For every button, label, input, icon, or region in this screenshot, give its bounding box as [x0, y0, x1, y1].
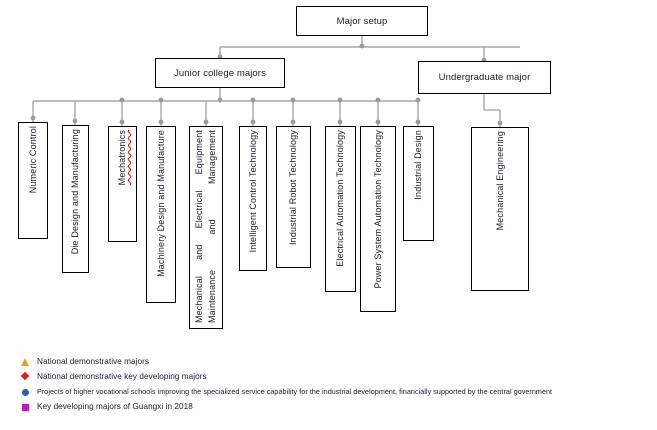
node-label: Electrical Automation Technology	[335, 130, 346, 267]
legend-item-national-demonstrative-majors: National demonstrative majors	[20, 355, 650, 368]
legend-item-label: Projects of higher vocational schools im…	[37, 387, 553, 396]
node-label: Mechatronics	[117, 130, 128, 186]
node-label: Major setup	[336, 15, 388, 27]
triangle-marker-icon	[20, 356, 32, 368]
legend: National demonstrative majors National d…	[20, 355, 650, 415]
legend-item-label: National demonstrative majors	[37, 357, 150, 366]
node-label: Mechanical Engineering	[494, 131, 505, 231]
node-label: Numeric Control	[27, 126, 38, 194]
node-label: Mechanical and Electrical Equipment Main…	[193, 130, 217, 323]
node-major-setup[interactable]: Major setup	[296, 6, 428, 36]
node-label: Intelligent Control Technology	[247, 130, 258, 253]
node-electrical-automation-technology[interactable]: Electrical Automation Technology	[325, 126, 356, 292]
node-mechanical-and-electrical-equipment-maintenance-and-management[interactable]: Mechanical and Electrical Equipment Main…	[189, 126, 223, 329]
node-label: Industrial Design	[413, 130, 424, 200]
node-die-design-and-manufacturing[interactable]: Die Design and Manufacturing	[62, 125, 89, 273]
node-numeric-control[interactable]: Numeric Control	[18, 122, 48, 239]
legend-item-higher-vocational-school-projects: Projects of higher vocational schools im…	[20, 385, 650, 398]
legend-item-label: Key developing majors of Guangxi in 2018	[37, 402, 193, 411]
node-label: Junior college majors	[174, 67, 266, 79]
node-label: Industrial Robot Technology	[288, 130, 299, 245]
diamond-marker-icon	[20, 371, 32, 383]
node-label: Die Design and Manufacturing	[70, 129, 81, 255]
node-industrial-design[interactable]: Industrial Design	[403, 126, 434, 241]
node-label: Power System Automation Technology	[372, 130, 383, 289]
node-mechatronics[interactable]: Mechatronics	[108, 126, 137, 242]
legend-item-label: National demonstrative key developing ma…	[37, 372, 207, 381]
square-marker-icon	[20, 401, 32, 413]
node-power-system-automation-technology[interactable]: Power System Automation Technology	[360, 126, 396, 312]
legend-item-national-demonstrative-key-developing-majors: National demonstrative key developing ma…	[20, 370, 650, 383]
node-intelligent-control-technology[interactable]: Intelligent Control Technology	[239, 126, 267, 271]
legend-item-key-developing-majors-guangxi-2018: Key developing majors of Guangxi in 2018	[20, 400, 650, 413]
node-undergraduate-major[interactable]: Undergraduate major	[418, 61, 551, 94]
node-label: Machinery Design and Manufacture	[155, 130, 166, 277]
node-junior-college-majors[interactable]: Junior college majors	[155, 58, 285, 88]
node-label: Undergraduate major	[438, 72, 531, 83]
node-mechanical-engineering[interactable]: Mechanical Engineering	[471, 127, 529, 291]
node-machinery-design-and-manufacture[interactable]: Machinery Design and Manufacture	[146, 126, 176, 303]
node-industrial-robot-technology[interactable]: Industrial Robot Technology	[276, 126, 311, 268]
circle-marker-icon	[20, 386, 32, 398]
